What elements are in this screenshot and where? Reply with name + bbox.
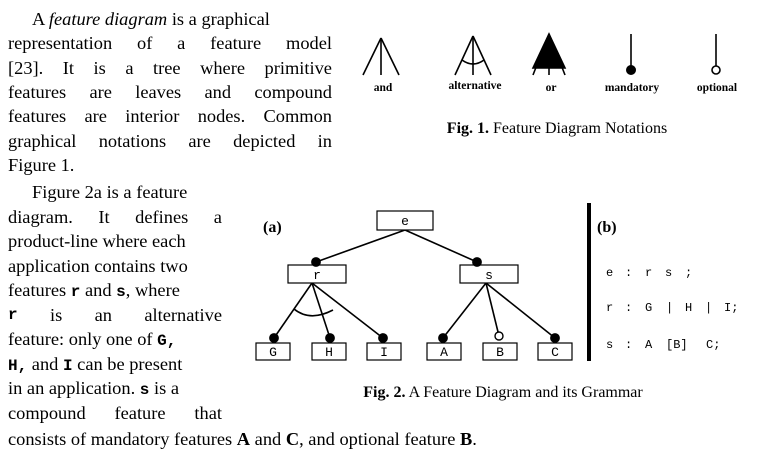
node-A-box (426, 342, 462, 361)
node-I-label: I (380, 345, 388, 360)
code-r: r (8, 306, 18, 324)
para2-line-11: consists of mandatory features A and C, … (8, 429, 477, 449)
mandatory-dot (472, 257, 482, 267)
grammar-line-s: s:A[B]C; (606, 338, 720, 352)
code-s: s (139, 381, 150, 399)
panel-divider (587, 203, 591, 361)
node-G-box (255, 342, 291, 361)
code-G: G, (157, 332, 177, 350)
node-A-label: A (440, 345, 448, 360)
mandatory-dot (550, 333, 560, 343)
para2-line-7: feature: only one of G, (8, 329, 177, 350)
mandatory-dot (378, 333, 388, 343)
mandatory-dot (325, 333, 335, 343)
code-I: I (62, 357, 73, 375)
and-notation-icon (362, 37, 400, 76)
notation-label-and: and (374, 82, 393, 94)
term-feature-diagram: feature diagram (48, 9, 168, 29)
fig2-label-b: (b) (597, 219, 617, 236)
node-s-box (459, 264, 519, 284)
or-notation-icon (531, 32, 567, 76)
node-e-box (376, 210, 434, 231)
para2-line-1: Figure 2a is a feature (32, 182, 188, 202)
code-s: s (116, 283, 126, 301)
mandatory-notation-icon (625, 34, 636, 76)
node-e-label: e (401, 214, 409, 229)
fig2-label-a: (a) (263, 219, 282, 236)
code-r: r (70, 283, 81, 301)
node-B-label: B (496, 345, 504, 360)
node-B-box (482, 342, 518, 361)
node-r-label: r (313, 268, 321, 283)
optional-circle (494, 331, 504, 341)
para2-line-8: H, and I can be present (8, 354, 183, 375)
node-H-label: H (325, 345, 333, 360)
notation-label-alternative: alternative (448, 80, 501, 92)
grammar-line-r: r:G|H|I; (606, 301, 738, 315)
node-C-label: C (551, 345, 559, 360)
notation-label-optional: optional (697, 82, 737, 94)
code-H: H, (8, 357, 28, 375)
para2-line-9: in an application. s is a (8, 378, 179, 399)
tree-edges (273, 229, 556, 339)
para1-line-1: A feature diagram is a graphical (32, 9, 270, 29)
node-G-label: G (269, 345, 277, 360)
node-H-box (311, 342, 347, 361)
mandatory-dot (269, 333, 279, 343)
para1-line-7: Figure 1. (8, 155, 75, 175)
notation-label-mandatory: mandatory (605, 82, 660, 94)
mandatory-dot (311, 257, 321, 267)
node-I-box (366, 342, 402, 361)
para2-line-3: product-line where each (8, 231, 186, 251)
fig2-caption: Fig. 2. A Feature Diagram and its Gramma… (363, 384, 643, 401)
alternative-notation-icon (454, 35, 492, 76)
node-s-label: s (485, 268, 493, 283)
optional-notation-icon (711, 34, 721, 75)
fig1-caption: Fig. 1. Feature Diagram Notations (447, 120, 667, 137)
para2-line-4: application contains two (8, 256, 188, 276)
node-C-box (537, 342, 573, 361)
para2-line-5: features r and s, where (8, 280, 180, 301)
mandatory-dot (438, 333, 448, 343)
notation-label-or: or (546, 82, 557, 94)
